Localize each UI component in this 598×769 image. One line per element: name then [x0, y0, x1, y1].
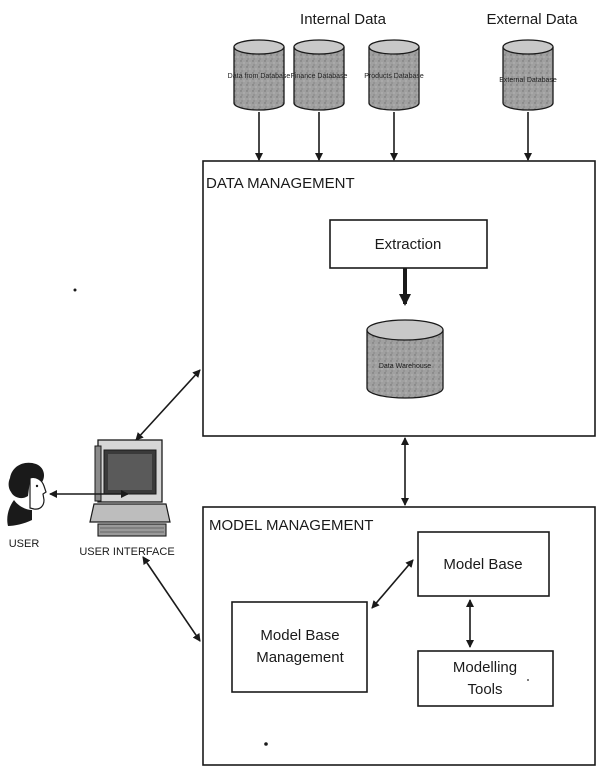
database-label-4: External Database [499, 77, 557, 84]
data-warehouse-label: Data Warehouse [379, 363, 431, 370]
database-cylinder-3: Products Database [364, 39, 424, 111]
database-cylinder-1: Data from Database [228, 39, 291, 111]
data-management-box [202, 160, 596, 437]
database-cylinder-2: Finance Database [291, 39, 348, 111]
user-icon [7, 462, 47, 526]
arrow-interface-to-model-management [142, 556, 201, 642]
data-warehouse-cylinder: Data Warehouse [366, 319, 444, 399]
database-label-1: Data from Database [228, 73, 291, 80]
extraction-label: Extraction [375, 236, 442, 253]
model-base-management-line1: Model Base [260, 627, 339, 644]
database-label-2: Finance Database [291, 73, 348, 80]
model-base-label: Model Base [443, 556, 522, 573]
model-management-title: MODEL MANAGEMENT [209, 517, 373, 534]
scan-speck [527, 679, 529, 681]
model-base-management-line2: Management [256, 649, 344, 666]
computer-icon [89, 439, 171, 537]
modelling-tools-box [417, 650, 554, 707]
extraction-box [329, 219, 488, 269]
scan-speck [264, 742, 268, 746]
database-label-3: Products Database [364, 73, 424, 80]
internal-data-label: Internal Data [300, 11, 387, 28]
modelling-tools-line2: Tools [467, 681, 502, 698]
scan-speck [73, 288, 77, 292]
model-base-management-box [231, 601, 368, 693]
model-base-box [417, 531, 550, 597]
user-interface-label: USER INTERFACE [79, 546, 174, 558]
modelling-tools-line1: Modelling [453, 659, 517, 676]
external-data-label: External Data [487, 11, 579, 28]
user-label: USER [9, 538, 40, 550]
arrow-mbm-to-model-base [371, 559, 414, 609]
database-cylinder-4: External Database [499, 39, 557, 111]
arrow-interface-to-data-management [135, 369, 201, 441]
data-management-title: DATA MANAGEMENT [206, 175, 355, 192]
model-management-box [202, 506, 596, 766]
